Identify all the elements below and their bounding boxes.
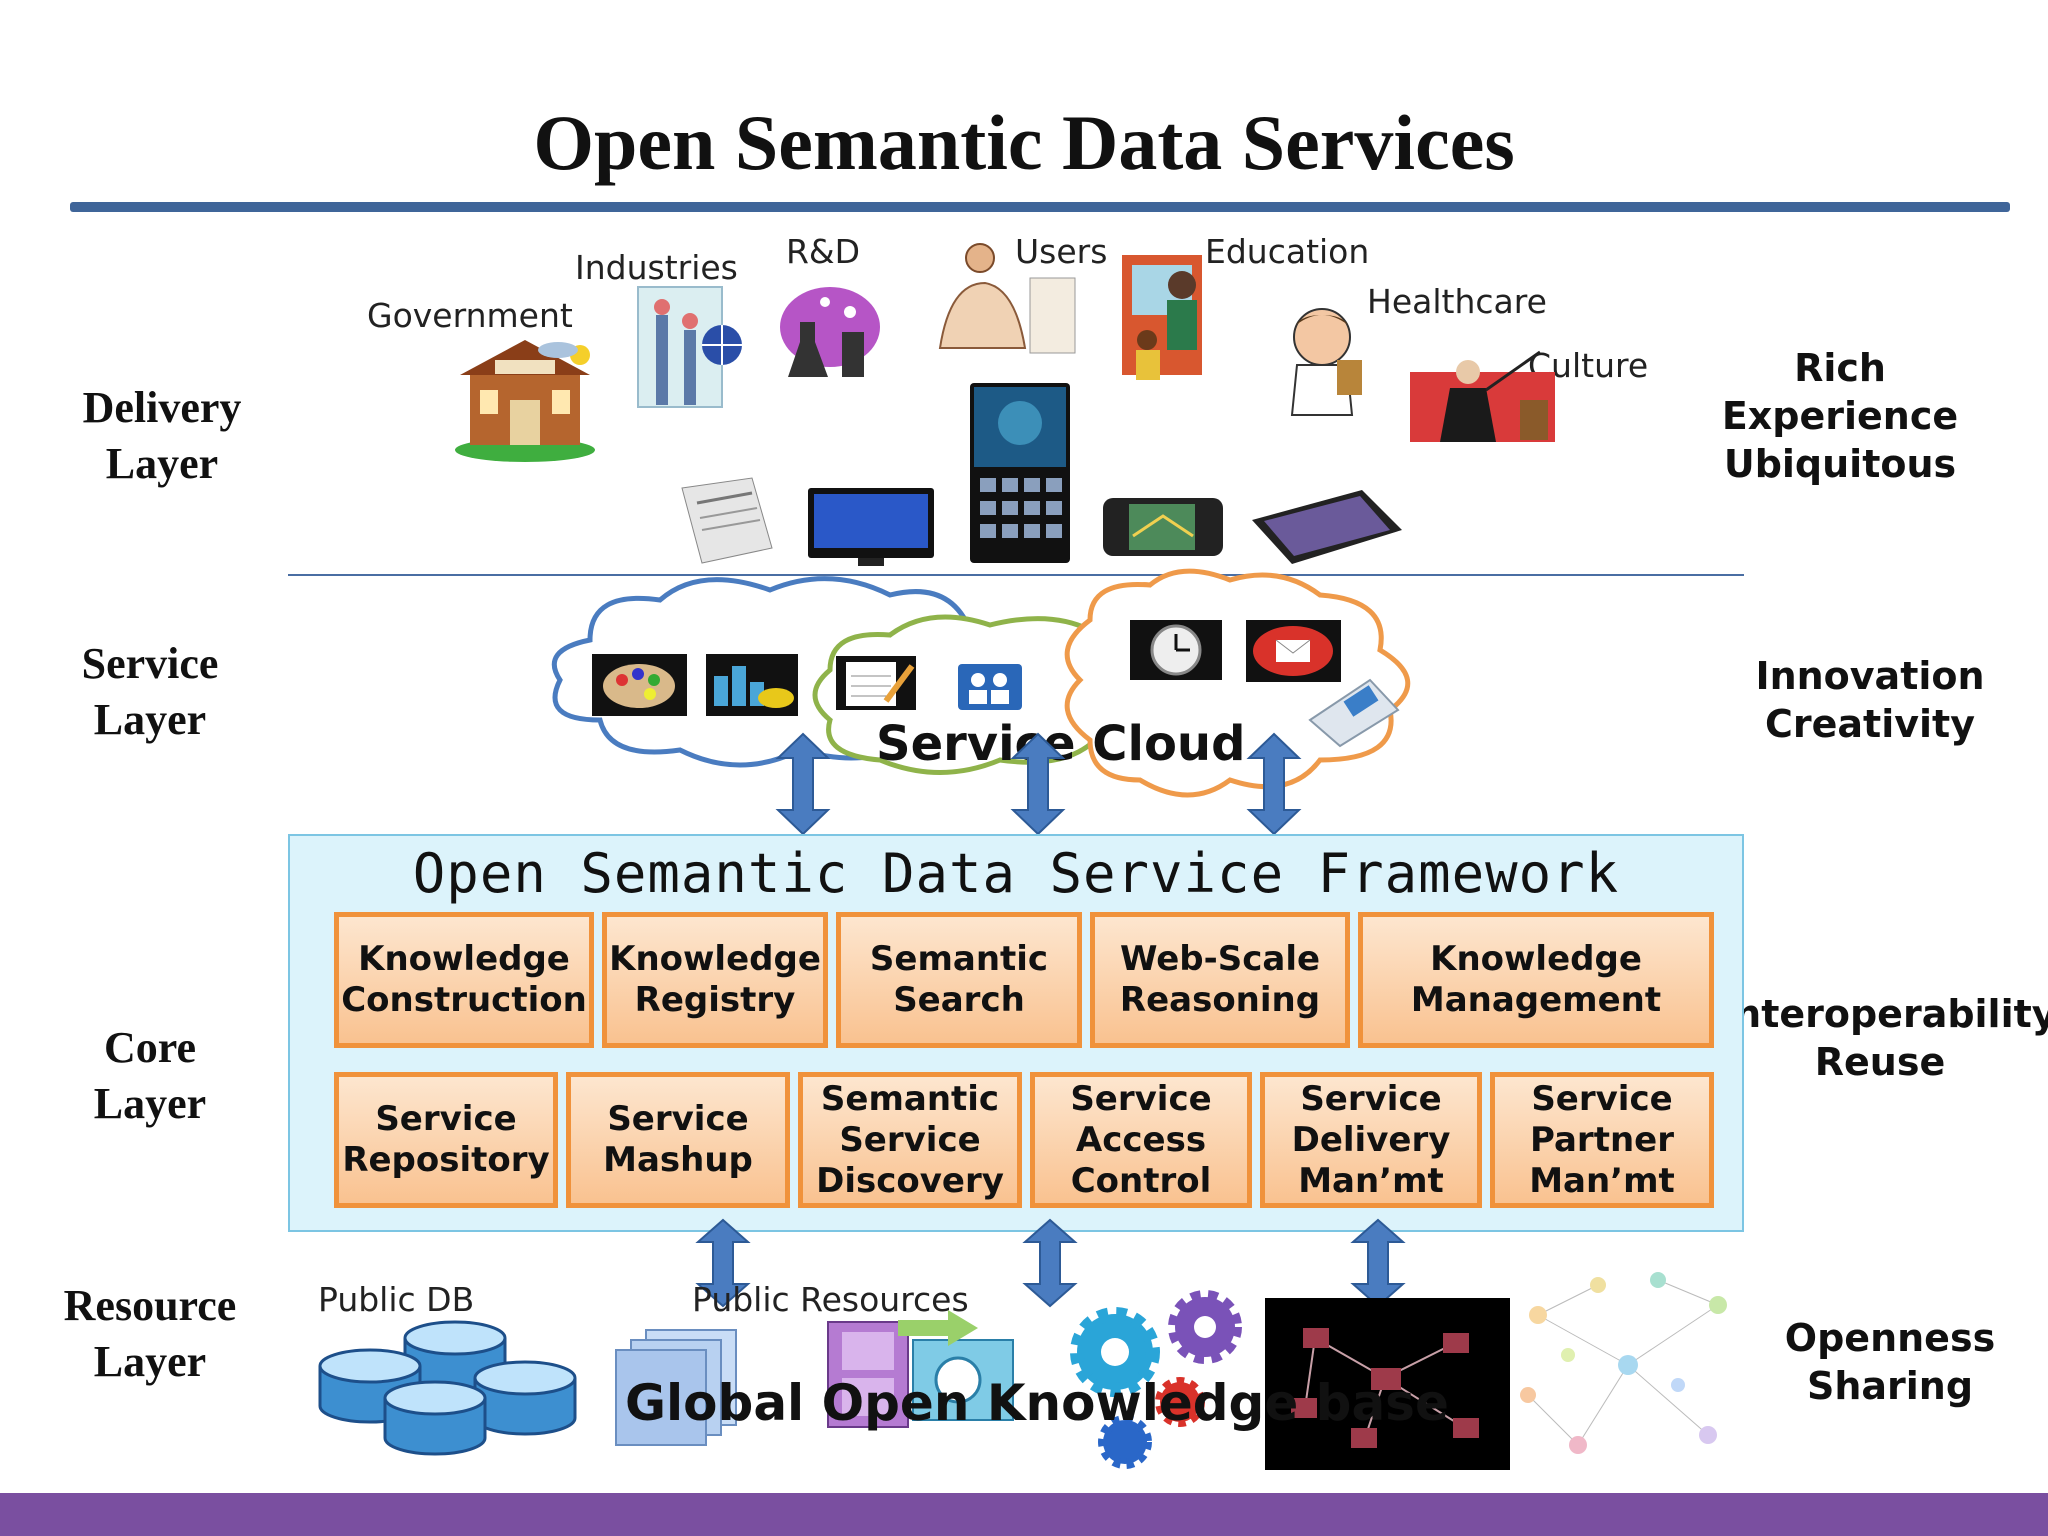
library-icon [455,340,595,462]
notepad-icon [836,656,916,710]
box-knowledge-construction: Knowledge Construction [334,912,594,1048]
framework-title: Open Semantic Data Service Framework [412,842,1620,905]
palette-icon [592,654,687,716]
arrow-cloud-framework-3 [1246,732,1302,836]
page-title: Open Semantic Data Services [533,99,1515,186]
knowledge-base-label: Global Open Knowledge base [625,1374,1449,1432]
phone-icon [1308,678,1400,748]
box-service-access-control: Service Access Control [1030,1072,1252,1208]
people-icon [958,664,1022,710]
service-cloud-label: Service Cloud [876,716,1246,772]
box-semantic-service-discovery: Semantic Service Discovery [798,1072,1022,1208]
box-knowledge-registry: Knowledge Registry [602,912,828,1048]
arrow-framework-resource-3 [1350,1218,1406,1308]
government-label: Government [367,296,573,335]
arrow-cloud-framework-1 [775,732,831,836]
box-knowledge-management: Knowledge Management [1358,912,1714,1048]
title-rule [70,202,2010,212]
box-service-delivery-mgmt: Service Delivery Man’mt [1260,1072,1482,1208]
classroom-icon [1122,255,1202,380]
education-label: Education [1205,232,1370,271]
resource-right-label: Openness Sharing [1784,1316,1996,1408]
clock-icon [1130,620,1222,680]
box-service-partner-mgmt: Service Partner Man’mt [1490,1072,1714,1208]
industries-label: Industries [575,248,738,287]
public-db-label: Public DB [318,1280,475,1319]
box-service-mashup: Service Mashup [566,1072,790,1208]
knowledge-graph-image [1265,1298,1510,1470]
core-right-label: Interoperability Reuse [1720,992,2048,1084]
box-semantic-search: Semantic Search [836,912,1082,1048]
resource-layer-label: Resource Layer [63,1281,237,1386]
service-right-label: Innovation Creativity [1755,654,1985,746]
public-resources-label: Public Resources [692,1280,969,1319]
documents-icon [615,1329,737,1446]
gps-device-icon [1103,498,1223,556]
footer-bar [0,1493,2048,1536]
database-icon [318,1320,577,1456]
arrow-framework-resource-2 [1022,1218,1078,1308]
delivery-divider [288,574,1744,576]
factory-icon [637,286,742,408]
delivery-right-label: Rich Experience Ubiquitous [1721,346,1959,486]
rnd-label: R&D [786,232,861,271]
conductor-icon [1410,350,1555,442]
network-graph-icon [1520,1272,1727,1454]
doctor-icon [1290,308,1362,416]
box-service-repository: Service Repository [334,1072,558,1208]
lab-flask-icon [780,287,880,377]
mail-icon [1246,620,1341,682]
arrow-framework-resource-1 [695,1218,751,1308]
chart-icon [706,654,798,716]
delivery-layer-label: Delivery Layer [82,383,242,488]
user-icon [938,243,1076,354]
gears-icon [1070,1290,1242,1469]
box-web-scale-reasoning: Web-Scale Reasoning [1090,912,1350,1048]
smartphone-icon [970,383,1070,563]
healthcare-label: Healthcare [1367,282,1547,321]
tv-icon [808,488,934,566]
core-layer-label: Core Layer [93,1023,207,1128]
media-icon [827,1310,1014,1428]
service-layer-label: Service Layer [81,639,219,744]
users-label: Users [1015,232,1108,271]
arrow-cloud-framework-2 [1010,732,1066,836]
tablet-icon [1252,490,1402,564]
newspaper-icon [681,477,773,564]
